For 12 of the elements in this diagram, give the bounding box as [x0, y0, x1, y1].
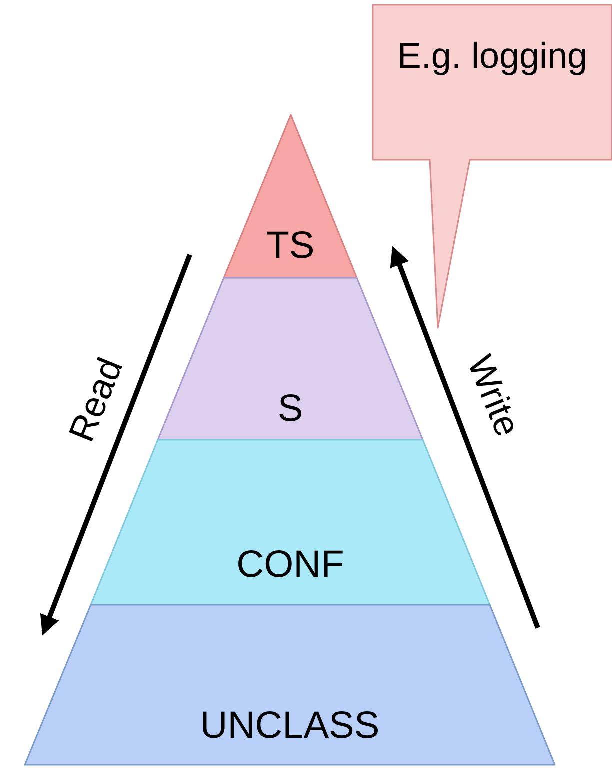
arrow-label: Write [458, 350, 530, 442]
pyramid-band [25, 605, 555, 765]
arrow-label: Read [60, 352, 132, 448]
pyramid-band [224, 115, 357, 278]
pyramid-band [158, 278, 423, 440]
speech-callout [373, 5, 612, 328]
node-label: CONF [236, 544, 346, 588]
node-label: TS [265, 225, 316, 269]
node-label: E.g. logging [396, 35, 589, 76]
node-label: UNCLASS [199, 705, 381, 749]
node-label: S [276, 388, 304, 432]
pyramid-band [91, 440, 490, 605]
